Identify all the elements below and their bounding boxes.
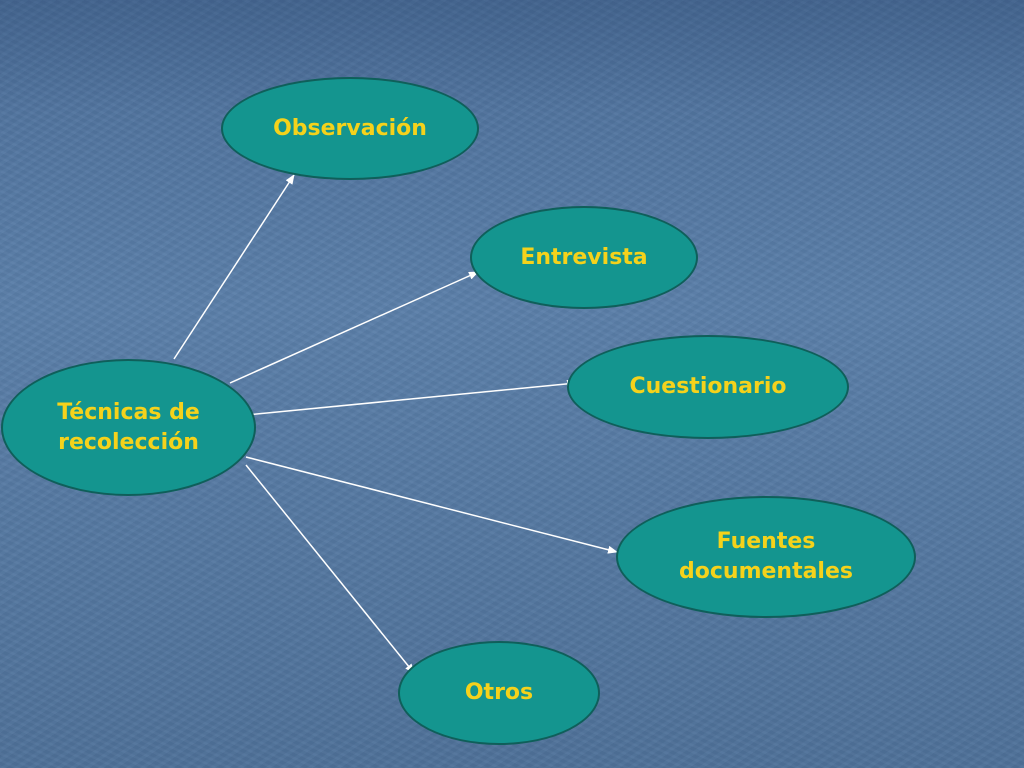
node-tecnicas-de-recoleccion: Técnicas de recolección: [1, 359, 256, 496]
center-line-1: Técnicas de: [57, 399, 200, 425]
node-otros: Otros: [398, 641, 600, 745]
node-observacion: Observación: [221, 77, 479, 180]
arrow-to-entrevista: [229, 271, 479, 384]
arrow-to-cuestionario: [245, 379, 577, 416]
fuentes-line-1: Fuentes: [716, 529, 816, 554]
cuestionario-label: Cuestionario: [629, 374, 787, 399]
fuentes-line-2: documentales: [679, 559, 853, 584]
node-entrevista: Entrevista: [470, 206, 698, 309]
entrevista-label: Entrevista: [520, 244, 648, 270]
arrow-to-observacion: [173, 174, 295, 360]
arrow-to-fuentes: [245, 456, 618, 554]
observacion-label: Observación: [273, 115, 427, 141]
node-cuestionario: Cuestionario: [567, 335, 849, 439]
node-fuentes-documentales: Fuentes documentales: [616, 496, 916, 618]
arrow-to-otros: [245, 464, 415, 674]
slide-top-band: [0, 0, 1024, 110]
center-line-2: recolección: [58, 429, 199, 455]
otros-label: Otros: [464, 680, 534, 705]
